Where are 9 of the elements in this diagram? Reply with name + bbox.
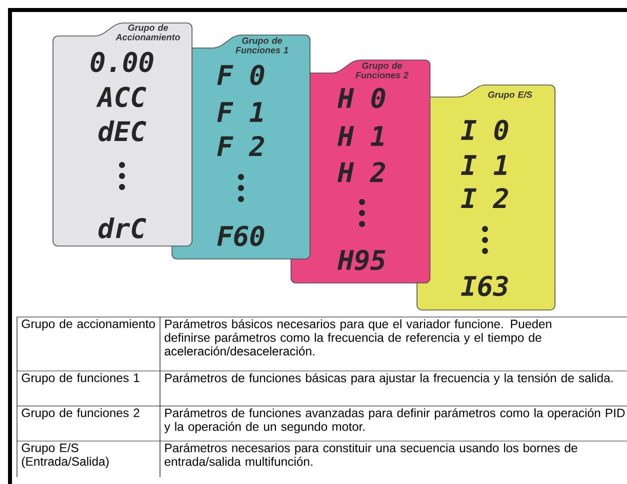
table-cell: Parámetros de funciones básicas para ajustar la frecuencia y la tensión de salida. — [165, 373, 613, 385]
table-cell: Parámetros básicos necesarios para que el variador funcione. Pueden definirse parámetros como la frecuencia de referencia y el tiempo de aceleración/desaceleración. — [164, 319, 552, 356]
table-cell: Grupo de accionamiento — [22, 319, 155, 331]
display-card: Grupo de Accionamiento 0.00 ACC dEC drC — [52, 22, 192, 246]
table-cell: Grupo de funciones 2 — [22, 408, 140, 420]
table-cell: Parámetros necesarios para constituir una secuencia usando los bornes de entrada/salida multifunción. — [164, 443, 578, 466]
table-cell: Parámetros de funciones avanzadas para definir parámetros como la operación PID y la operación de un segundo motor. — [164, 408, 625, 434]
table-cell: Grupo E/S (Entrada/Salida) — [22, 443, 109, 468]
table-cell: Grupo de funciones 1 — [22, 373, 140, 385]
